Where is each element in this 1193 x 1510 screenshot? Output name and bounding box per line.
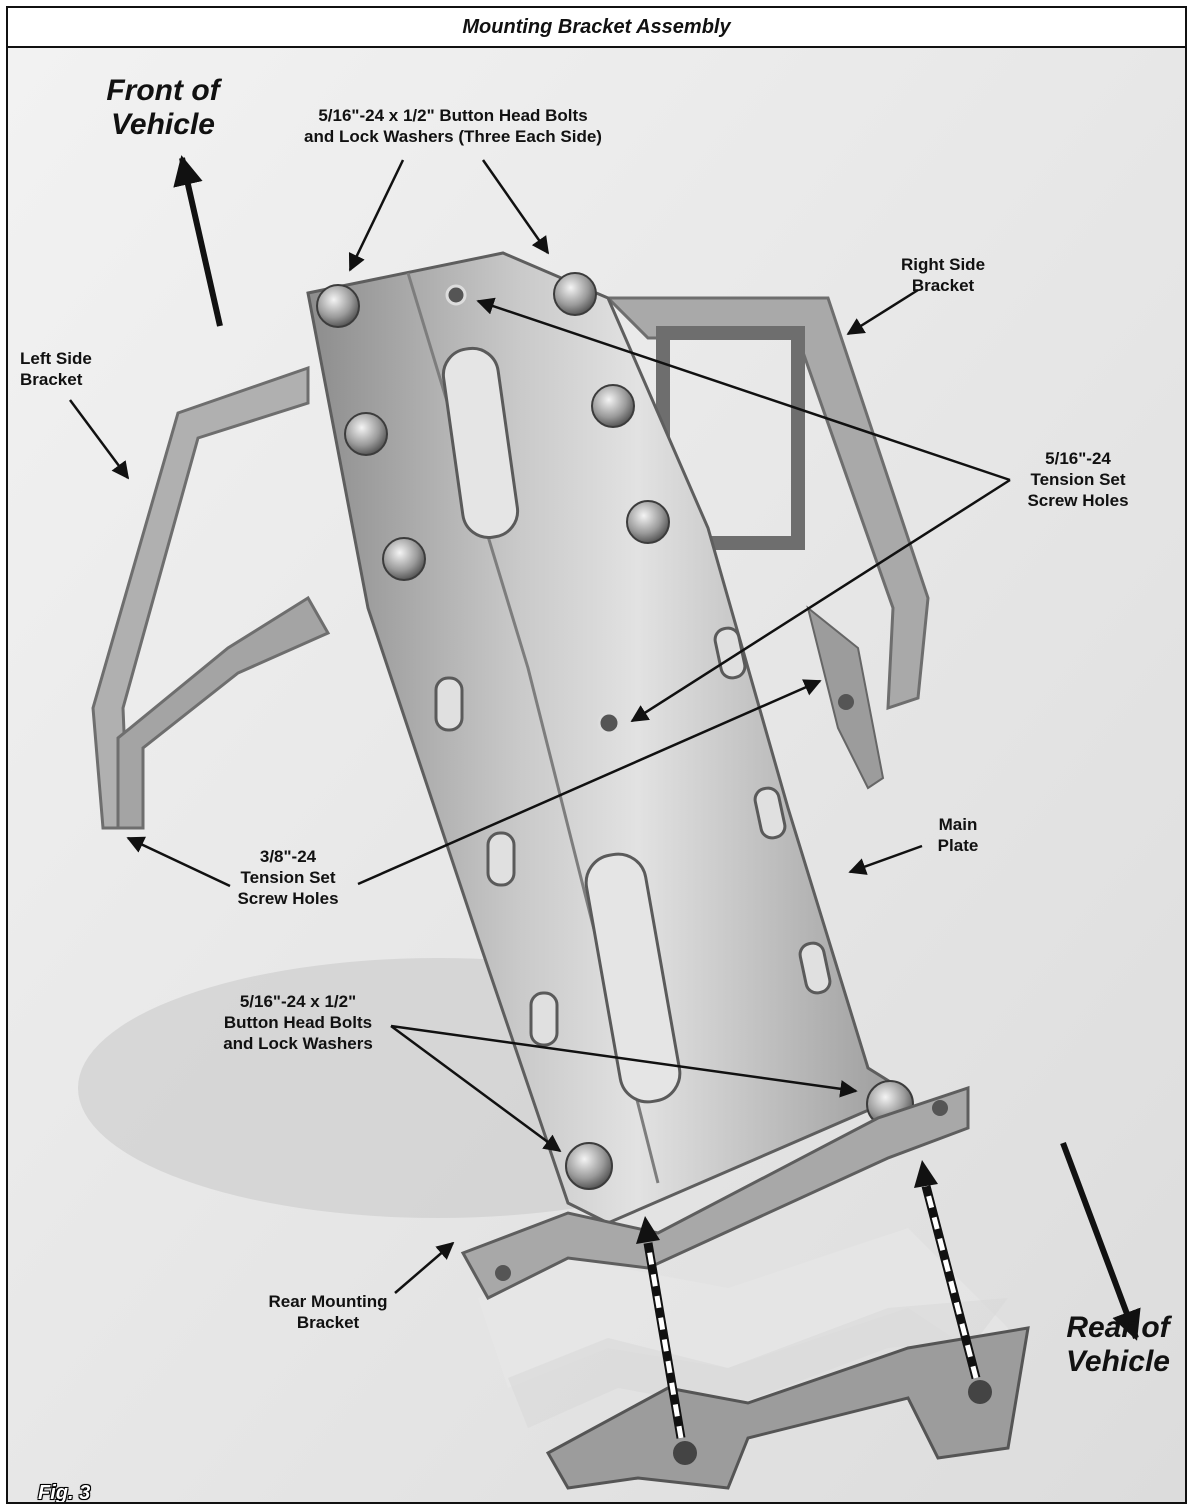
figure-label: Fig. 3 [38,1482,91,1504]
insertion-arrows [636,1160,981,1439]
figure-title: Mounting Bracket Assembly [8,8,1185,48]
rear-mounting-bracket [460,1085,1030,1490]
leader-lines [68,159,1011,1294]
rear-direction-arrow [1060,1141,1141,1341]
left-side-bracket [91,365,331,830]
front-direction-arrow [173,155,223,327]
bracket-photo [8,48,1185,1502]
main-plate [306,251,912,1225]
figure-frame: Mounting Bracket Assembly [6,6,1187,1504]
button-head-bolts [316,272,914,1190]
